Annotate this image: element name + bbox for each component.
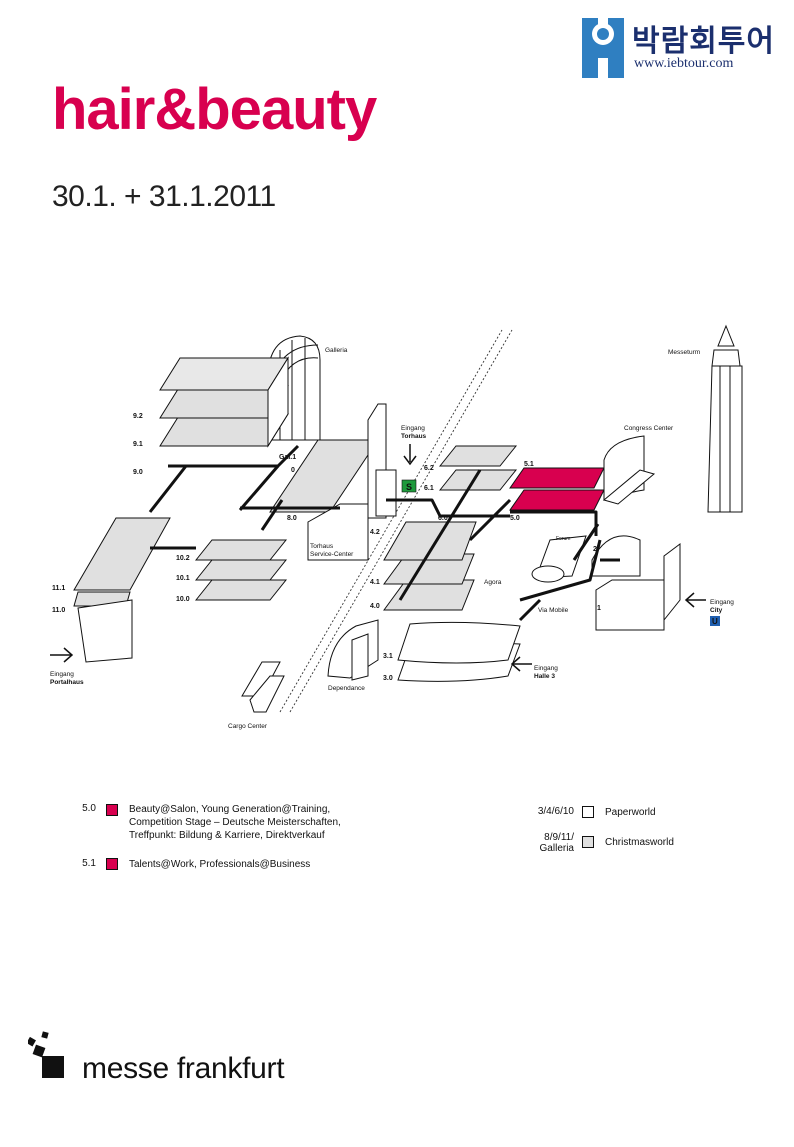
hall-label-5-0: 5.0 <box>510 515 520 522</box>
railway-track <box>279 329 513 713</box>
svg-text:U: U <box>712 617 718 626</box>
hall-label-6-2: 6.2 <box>424 465 434 472</box>
u-bahn-icon: U <box>710 616 720 626</box>
label-via-mobile: Via Mobile <box>538 607 569 614</box>
hall-3 <box>397 621 521 682</box>
label-dependance: Dependance <box>328 685 365 692</box>
hall-label-11-1: 11.1 <box>52 585 65 592</box>
legend-text-5-1: Talents@Work, Professionals@Business <box>129 859 311 870</box>
dependance-building <box>327 619 379 681</box>
torhaus-building <box>307 403 397 561</box>
hall-label-5-1: 5.1 <box>524 461 534 468</box>
s-bahn-icon: S <box>401 479 417 493</box>
forum-building <box>531 535 587 583</box>
messe-frankfurt-logo-icon <box>26 1030 74 1089</box>
hall-label-6-0: 6.0 <box>438 515 448 522</box>
hall-label-1: 1 <box>597 605 601 612</box>
legend-text-paperworld: Paperworld <box>605 807 656 818</box>
hall-label-4-2: 4.2 <box>370 529 380 536</box>
legend-swatch-5-0 <box>106 804 118 816</box>
arrow-left-icon <box>510 656 532 672</box>
label-agora: Agora <box>484 579 502 586</box>
brand-url[interactable]: www.iebtour.com <box>634 56 734 71</box>
legend-key-5-1: 5.1 <box>82 858 96 869</box>
legend-key-paperworld: 3/4/6/10 <box>537 806 574 817</box>
hall-4 <box>383 521 477 611</box>
hall-label-6-1: 6.1 <box>424 485 434 492</box>
hall-6 <box>438 445 518 491</box>
hall-label-10-1: 10.1 <box>176 575 190 582</box>
organizer-name: messe frankfurt <box>82 1052 285 1085</box>
hall-label-2: 2 <box>593 546 597 553</box>
hall-label-9-2: 9.2 <box>133 413 143 420</box>
hall-label-9-1: 9.1 <box>133 441 143 448</box>
hall-label-4-1: 4.1 <box>370 579 380 586</box>
event-dates: 30.1. + 31.1.2011 <box>52 180 276 213</box>
label-congress-center: Congress Center <box>624 425 674 432</box>
hall-1 <box>595 543 681 631</box>
legend-key-christmasworld: 8/9/11/ Galleria <box>539 832 574 854</box>
label-cargo-center: Cargo Center <box>228 723 268 730</box>
legend-swatch-paperworld <box>582 806 594 818</box>
arrow-right-icon <box>50 647 74 663</box>
messeturm-tower <box>707 324 743 513</box>
hall-label-3-1: 3.1 <box>383 653 393 660</box>
label-galleria: Galleria <box>325 347 348 354</box>
legend-swatch-christmasworld <box>582 836 594 848</box>
hall-9 <box>159 356 289 448</box>
hall-label-8-0: 8.0 <box>287 515 297 522</box>
legend-swatch-5-1 <box>106 858 118 870</box>
arrow-left-icon <box>684 592 706 608</box>
congress-center <box>602 435 656 505</box>
hall-label-4-0: 4.0 <box>370 603 380 610</box>
legend-key-5-0: 5.0 <box>82 803 96 814</box>
walkways <box>148 444 620 622</box>
label-forum: Forum <box>556 536 570 542</box>
svg-text:S: S <box>406 482 412 492</box>
cargo-center <box>241 661 285 713</box>
event-title: hair&beauty <box>52 77 377 142</box>
brand-name: 박람회투어 <box>632 24 775 59</box>
hall-8 <box>269 439 379 513</box>
hall-label-10-2: 10.2 <box>176 555 190 562</box>
legend-text-christmasworld: Christmasworld <box>605 837 674 848</box>
brand-logo-icon <box>578 12 628 85</box>
hall-label-gal0: 0 <box>291 467 295 474</box>
label-messeturm: Messeturm <box>668 349 700 356</box>
hall-label-10-0: 10.0 <box>176 596 190 603</box>
fairground-map: Galleria 9.2 9.1 9.0 Gal.1 0 8.0 Eingang… <box>50 324 743 730</box>
arrow-down-icon <box>403 444 417 466</box>
hall-11 <box>73 517 171 663</box>
hall-5[interactable] <box>509 467 605 511</box>
hall-label-3-0: 3.0 <box>383 675 393 682</box>
hall-label-9-0: 9.0 <box>133 469 143 476</box>
legend-text-5-0: Beauty@Salon, Young Generation@Training,… <box>129 804 341 841</box>
hall-10 <box>194 539 288 601</box>
hall-label-11-0: 11.0 <box>52 607 65 614</box>
